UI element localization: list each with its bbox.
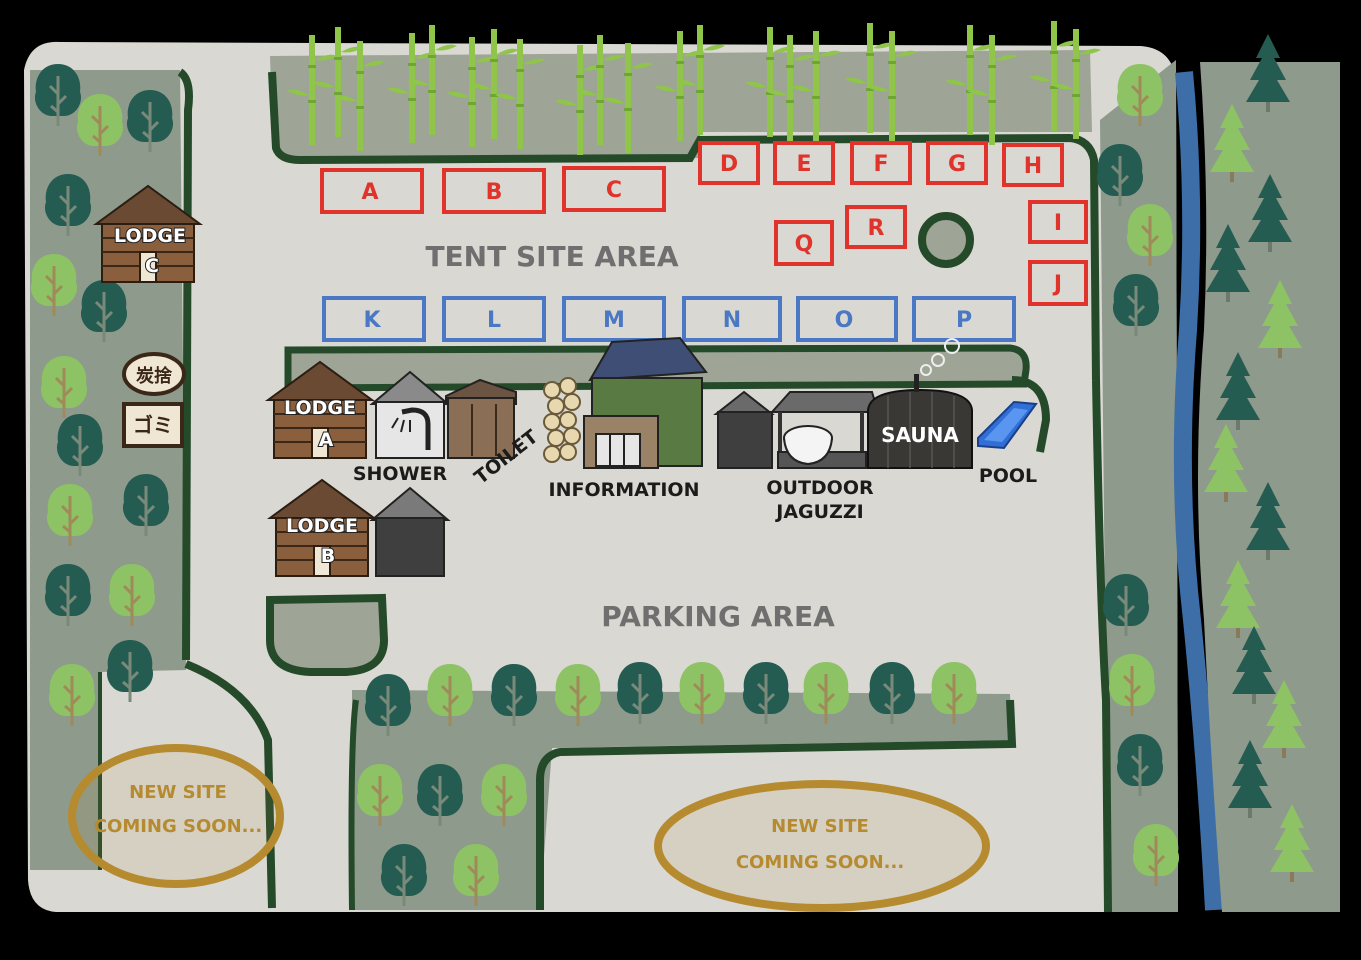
tent-site-l[interactable]: L [442, 296, 546, 342]
charcoal-disposal-label: 炭捨 [136, 365, 173, 387]
charcoal-disposal-sign: 炭捨 [122, 352, 186, 396]
lodge-b-word: LODGE [286, 515, 358, 537]
tent-site-g[interactable]: G [926, 141, 988, 185]
lodge-c-letter: C [145, 255, 159, 277]
tent-site-m[interactable]: M [562, 296, 666, 342]
tent-site-e-label: E [796, 152, 811, 177]
tent-site-i[interactable]: I [1028, 200, 1088, 244]
tent-site-d[interactable]: D [698, 141, 760, 185]
parking-area-label: PARKING AREA [601, 600, 835, 633]
red-tent-sites: A B C D E F G H I J Q R [320, 141, 1088, 306]
shower-building[interactable] [369, 370, 451, 459]
new-site-bottom-line2: COMING SOON... [736, 852, 904, 873]
new-site-left[interactable]: NEW SITE COMING SOON... [68, 744, 284, 888]
tent-site-i-label: I [1054, 211, 1062, 236]
shower-icon [391, 407, 431, 450]
information-label: INFORMATION [549, 479, 700, 501]
parking-tree-strip [352, 690, 1012, 910]
tent-site-b-label: B [486, 180, 503, 205]
sauna-building[interactable]: SAUNA [867, 338, 973, 469]
tent-site-n[interactable]: N [682, 296, 782, 342]
tent-site-a-label: A [361, 180, 378, 205]
tent-site-e[interactable]: E [773, 141, 835, 185]
jacuzzi-icon [783, 425, 833, 466]
lodge-c-word: LODGE [114, 225, 186, 247]
firewood-icon [543, 377, 581, 463]
steam-icon [920, 338, 960, 376]
lodge-b[interactable]: LODGE B [269, 479, 375, 577]
pool[interactable] [977, 400, 1038, 450]
new-site-bottom[interactable]: NEW SITE COMING SOON... [654, 780, 990, 912]
storage-shed [713, 390, 775, 469]
round-planter [918, 212, 974, 268]
trash-sign: ゴミ [122, 402, 184, 448]
tent-site-j-label: J [1052, 272, 1062, 297]
new-site-left-line2: COMING SOON... [94, 816, 262, 837]
tent-site-l-label: L [487, 308, 501, 333]
parking-planter [266, 593, 389, 676]
tent-site-h[interactable]: H [1002, 143, 1064, 187]
information-building[interactable] [583, 336, 708, 469]
tent-site-q-label: Q [795, 232, 814, 257]
sauna-label: SAUNA [881, 423, 959, 447]
tent-site-p[interactable]: P [912, 296, 1016, 342]
tent-site-h-label: H [1024, 154, 1042, 179]
lodge-b-letter: B [321, 545, 335, 567]
lodge-c[interactable]: LODGE C [95, 185, 201, 283]
tent-site-c-label: C [606, 178, 622, 203]
tent-site-f-label: F [873, 152, 888, 177]
pool-label: POOL [979, 465, 1037, 487]
tent-site-m-label: M [603, 308, 625, 333]
outdoor-jacuzzi[interactable] [769, 391, 880, 469]
lodge-b-annex [369, 486, 451, 577]
outdoor-jacuzzi-label-line1: OUTDOOR [766, 477, 874, 499]
lodge-a-letter: A [319, 429, 334, 451]
tent-site-g-label: G [948, 152, 966, 177]
lodge-a-word: LODGE [284, 397, 356, 419]
tent-site-a[interactable]: A [320, 168, 424, 214]
tent-site-o[interactable]: O [796, 296, 898, 342]
tent-site-o-label: O [835, 308, 854, 333]
tent-site-r[interactable]: R [845, 205, 907, 249]
tent-site-j[interactable]: J [1028, 260, 1088, 306]
lodge-a[interactable]: LODGE A [267, 361, 373, 459]
blue-tent-sites: K L M N O P [322, 296, 1016, 342]
tent-site-b[interactable]: B [442, 168, 546, 214]
shower-label: SHOWER [353, 463, 448, 485]
tent-site-p-label: P [956, 308, 972, 333]
river [1173, 71, 1223, 911]
new-site-bottom-line1: NEW SITE [771, 816, 869, 837]
tent-site-f[interactable]: F [850, 141, 912, 185]
trash-label: ゴミ [133, 413, 173, 437]
new-site-left-line1: NEW SITE [129, 782, 227, 803]
tent-site-r-label: R [868, 216, 885, 241]
tent-site-c[interactable]: C [562, 166, 666, 212]
tent-site-d-label: D [720, 152, 738, 177]
tent-site-k[interactable]: K [322, 296, 426, 342]
tent-site-area-label: TENT SITE AREA [425, 240, 678, 273]
tent-site-q[interactable]: Q [774, 220, 834, 266]
toilet-building[interactable] [445, 378, 517, 459]
tent-site-n-label: N [723, 308, 741, 333]
tent-site-k-label: K [363, 308, 381, 333]
outdoor-jacuzzi-label-line2: JAGUZZI [774, 501, 863, 523]
